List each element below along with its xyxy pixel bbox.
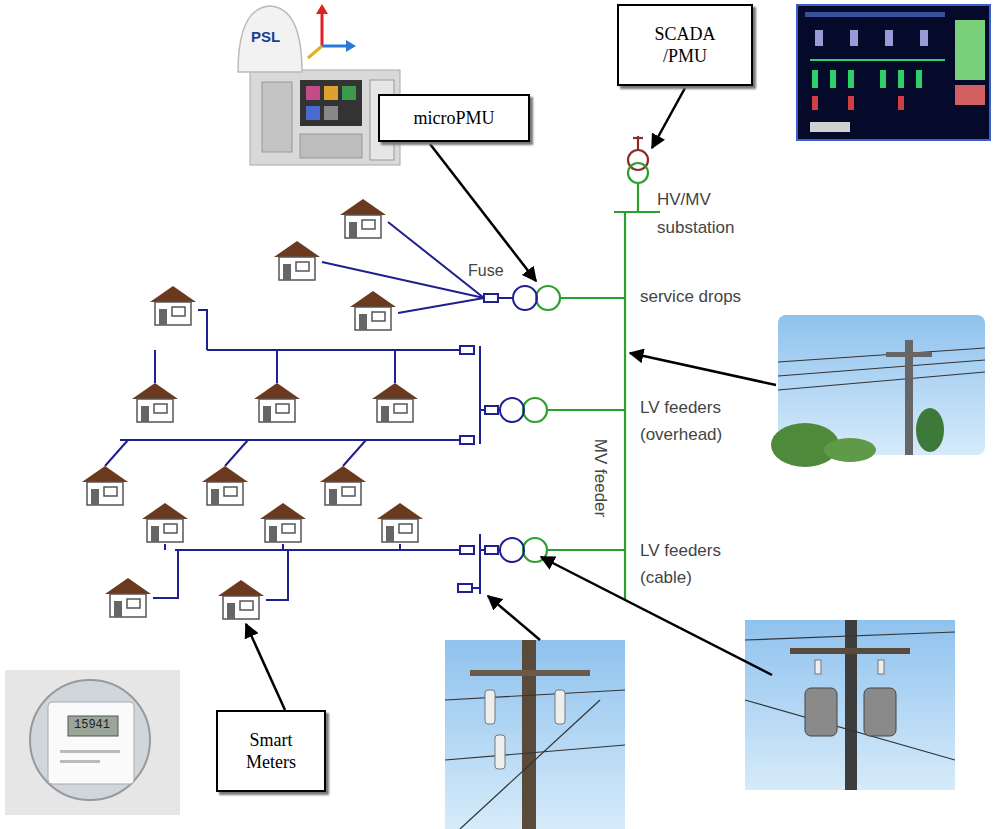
feeder-label: MV feeder [590,439,610,517]
callout-box: Smart Meters [216,710,326,792]
overhead-line-photo [771,315,985,467]
smart-meter-photo [5,670,180,815]
scada-screen [797,5,990,140]
brand-label: PSL [251,28,280,45]
box-text: microPMU [414,107,495,130]
row-label: LV feeders (overhead) [640,394,740,448]
substation-label: HV/MV substation [657,186,757,242]
meter-reading: 15941 [74,718,110,732]
fuse-pole-photo [445,640,625,829]
row-label: LV feeders (cable) [640,537,740,591]
houses [82,199,423,619]
row-label: service drops [640,287,741,307]
callout-box: SCADA /PMU [617,4,753,86]
pole-transformer-photo [745,620,955,790]
fuse-label: Fuse [468,262,504,280]
leader-arrows [246,88,776,710]
mv-network [523,136,660,600]
box-text: Smart Meters [235,729,307,774]
lv-network [105,222,537,600]
callout-box: microPMU [378,94,530,142]
box-text: SCADA /PMU [646,23,724,68]
micropmu-device [238,4,400,165]
